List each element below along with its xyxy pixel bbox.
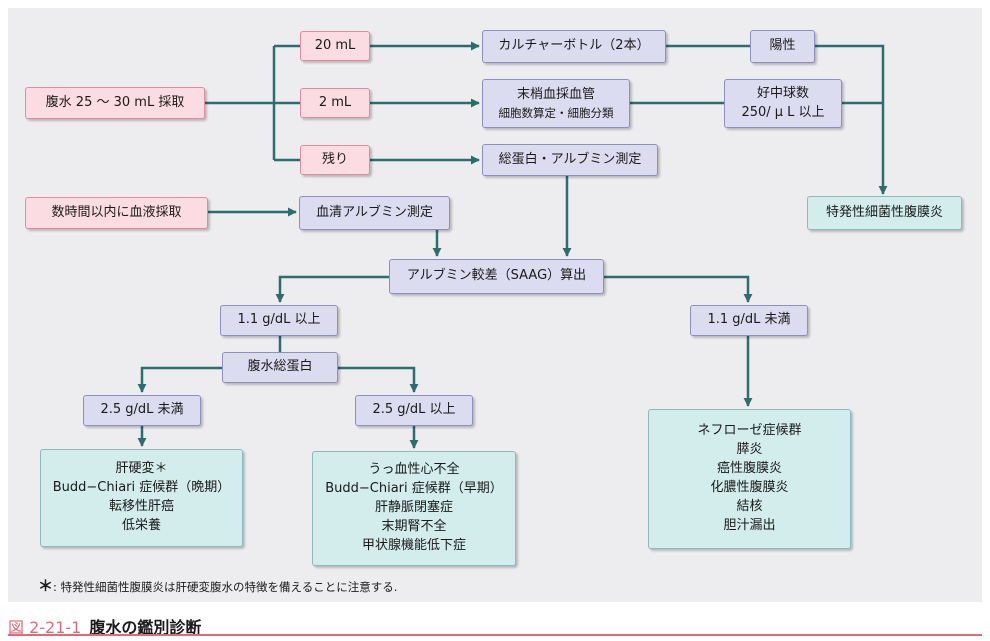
figure-number: 図 2-21-1 [8, 618, 82, 637]
caption-divider [8, 634, 982, 636]
list-item: 膵炎 [736, 442, 763, 458]
saag-high-box: 1.1 g/dL 以上 [220, 305, 338, 336]
list-item: 結核 [736, 498, 763, 514]
list-item: 甲状腺機能低下症 [361, 537, 466, 553]
blood-tube-box: 末梢血採血管 細胞数算定・細胞分類 [482, 79, 630, 128]
blood-sampling-box: 数時間以内に血液採取 [25, 197, 208, 229]
diagnosis-list-c: ネフローゼ症候群 膵炎 癌性腹膜炎 化膿性腹膜炎 結核 胆汁漏出 [648, 409, 851, 549]
asterisk-icon: ＊ [38, 577, 54, 595]
list-item: 転移性肝癌 [108, 499, 174, 514]
tp-high-box: 2.5 g/dL 以上 [355, 395, 473, 426]
list-item: ネフローゼ症候群 [697, 423, 802, 439]
volume-20ml-box: 20 mL [300, 31, 370, 61]
culture-bottle-box: カルチャーボトル（2本） [482, 30, 666, 63]
saag-box: アルブミン較差（SAAG）算出 [389, 259, 604, 294]
positive-box: 陽性 [750, 30, 815, 63]
ascites-total-protein-box: 腹水総蛋白 [222, 352, 338, 383]
list-item: 低栄養 [121, 517, 161, 533]
collect-ascites-box: 腹水 25 ～ 30 mL 採取 [25, 87, 205, 119]
saag-low-box: 1.1 g/dL 未満 [690, 305, 808, 336]
list-item: Budd−Chiari 症候群（晩期） [52, 480, 231, 496]
neutrophil-count-box: 好中球数 250/ μ L 以上 [724, 79, 842, 128]
list-item: 胆汁漏出 [723, 517, 776, 533]
footnote-text: : 特発性細菌性腹膜炎は肝硬変腹水の特徴を備えることに注意する. [53, 580, 398, 594]
volume-2ml-box: 2 mL [300, 88, 370, 118]
list-item: 末期腎不全 [381, 518, 447, 534]
list-item: Budd−Chiari 症候群（早期） [325, 481, 503, 497]
tp-low-box: 2.5 g/dL 未満 [83, 395, 201, 426]
wire-tp-left [137, 366, 222, 393]
figure-title: 腹水の鑑別診断 [89, 618, 202, 637]
figure-caption: 図 2-21-1 腹水の鑑別診断 [8, 614, 201, 638]
wire-tp-right [338, 366, 419, 393]
list-item: 肝硬変＊ [115, 461, 168, 477]
volume-rest-box: 残り [300, 145, 370, 175]
wire-positive-sbp [815, 44, 888, 195]
list-item: 肝静脈閉塞症 [374, 500, 453, 516]
serum-albumin-box: 血清アルブミン測定 [299, 196, 450, 230]
wire-saag-right [604, 275, 753, 303]
list-item: 癌性腹膜炎 [716, 461, 782, 477]
footnote: ＊: 特発性細菌性腹膜炎は肝硬変腹水の特徴を備えることに注意する. [38, 575, 397, 596]
wire-saag-left [275, 275, 389, 303]
diagnosis-list-b: うっ血性心不全 Budd−Chiari 症候群（早期） 肝静脈閉塞症 末期腎不全… [312, 451, 516, 566]
sbp-box: 特発性細菌性腹膜炎 [807, 196, 962, 230]
protein-albumin-box: 総蛋白・アルブミン測定 [482, 144, 658, 176]
list-item: うっ血性心不全 [368, 462, 460, 478]
diagnosis-list-a: 肝硬変＊ Budd−Chiari 症候群（晩期） 転移性肝癌 低栄養 [40, 449, 243, 547]
list-item: 化膿性腹膜炎 [710, 480, 789, 495]
